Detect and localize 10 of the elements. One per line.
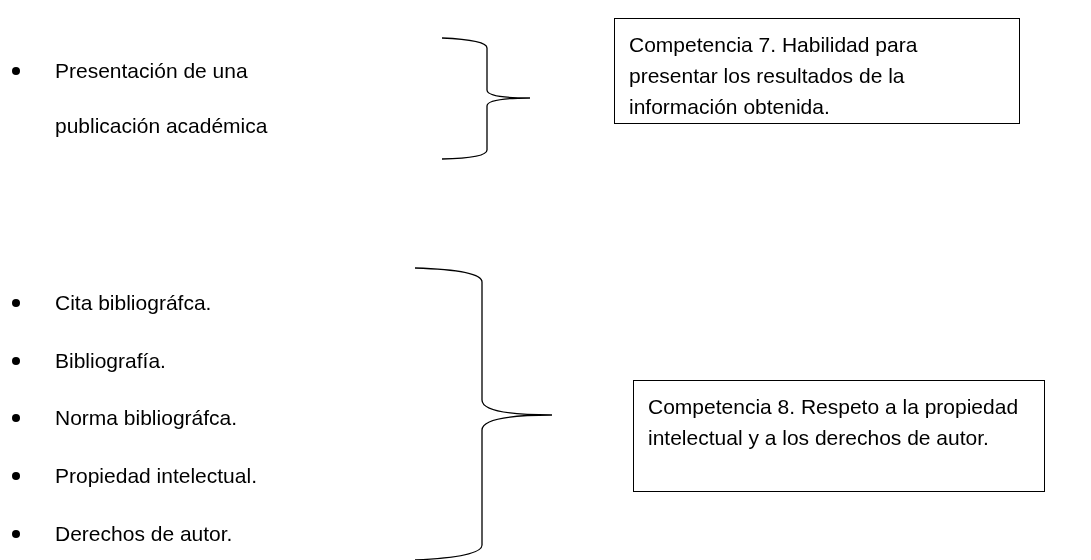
list-item: Propiedad intelectual. <box>55 463 257 489</box>
list-item: Presentación de una publicación académica <box>55 58 269 139</box>
box-text: Competencia 8. Respeto a la propiedad intelectual y a los derechos de autor. <box>648 394 1020 451</box>
list-item: Norma bibliográfca. <box>55 405 238 431</box>
text-box <box>633 380 1045 492</box>
list-item: Cita bibliográfca. <box>55 290 212 316</box>
list-item: Derechos de autor. <box>55 521 233 547</box>
box-text: Competencia 7. Habilidad para presentar los resultados de la información obtenida. <box>629 32 919 120</box>
text-box <box>614 18 1020 124</box>
list-item: Bibliografía. <box>55 348 166 374</box>
